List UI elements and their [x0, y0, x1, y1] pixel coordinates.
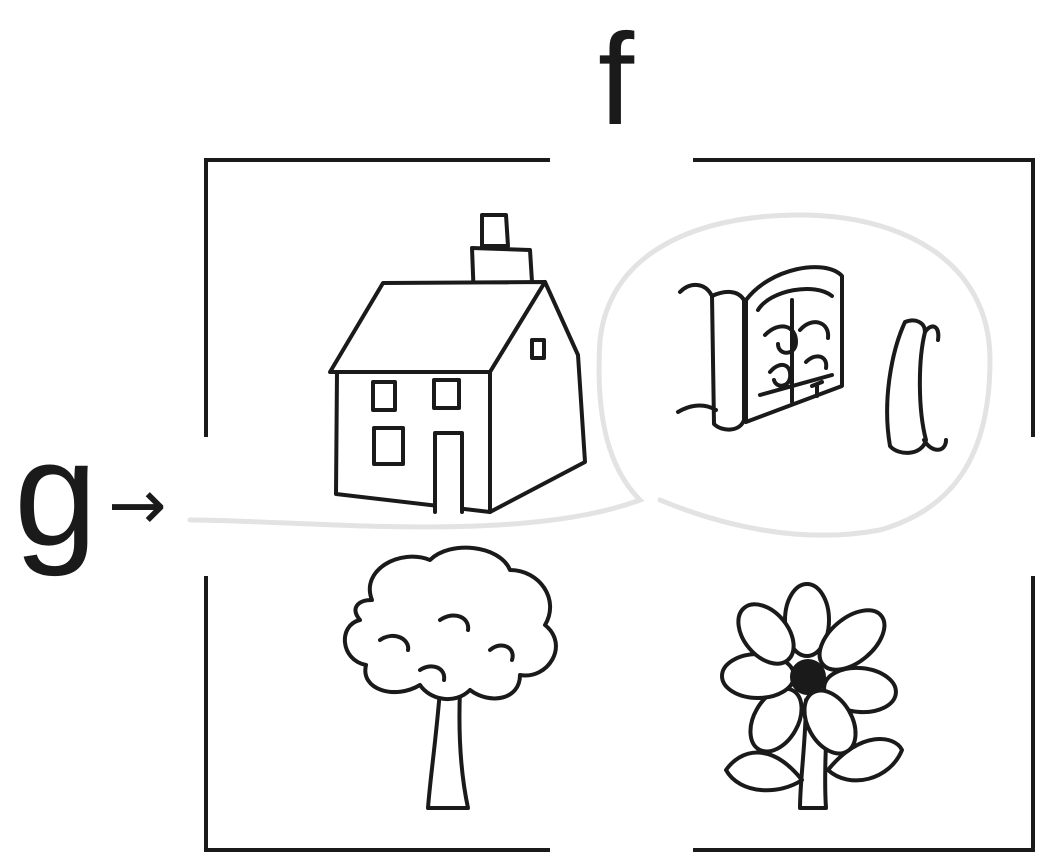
tree-picture — [343, 545, 558, 810]
row-label-g: g — [14, 409, 98, 577]
grid-frame — [204, 158, 1035, 852]
flower-picture — [720, 582, 904, 810]
gate-picture — [676, 265, 948, 455]
house-picture — [328, 213, 587, 514]
row-arrow-icon: → — [108, 464, 167, 546]
column-label-f: f — [598, 6, 635, 152]
highlight-loop — [187, 212, 993, 538]
